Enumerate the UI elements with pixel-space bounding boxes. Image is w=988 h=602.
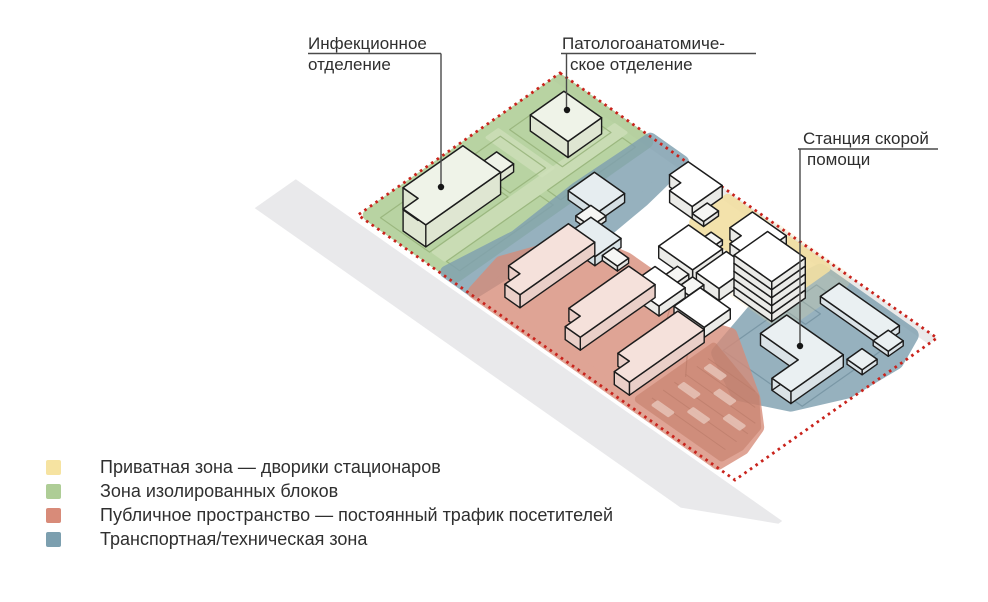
road — [254, 179, 783, 524]
parking-island — [687, 407, 710, 424]
parking-row-line — [696, 365, 756, 408]
leader-infectious-dot — [437, 183, 445, 191]
building-roof — [601, 246, 630, 267]
leader-ambulance-dot — [796, 342, 804, 350]
legend-swatch-transport — [46, 531, 61, 547]
callout-text-line: Станция скорой — [803, 129, 929, 148]
legend: Приватная зона — дворики стационаров Зон… — [46, 455, 613, 551]
legend-item-public-space: Публичное пространство — постоянный траф… — [46, 503, 613, 527]
legend-item-private-zone: Приватная зона — дворики стационаров — [46, 455, 613, 479]
site-boundary-dotted — [355, 71, 940, 482]
parking-island — [677, 382, 701, 399]
building-roof — [733, 230, 807, 283]
legend-swatch-private — [46, 459, 61, 475]
buildings-layer — [402, 90, 904, 405]
parking-island — [713, 388, 737, 406]
bld-ward-3 — [613, 310, 705, 396]
site-boundary — [355, 71, 940, 482]
legend-label: Приватная зона — дворики стационаров — [100, 456, 441, 477]
bld-link — [691, 202, 720, 228]
bld-ambulance-station — [759, 314, 845, 405]
building-roof — [613, 310, 705, 383]
building-roof — [402, 145, 502, 226]
green-yard-outline — [464, 135, 547, 194]
building-roof — [668, 160, 723, 208]
parking-island — [723, 413, 746, 431]
callout-text-line: помощи — [807, 150, 871, 169]
building-roof — [504, 222, 596, 296]
building-roof — [529, 90, 603, 143]
green-path-vertical — [431, 123, 628, 262]
building-roof — [872, 329, 904, 353]
callout-text-line: ское отделение — [570, 55, 693, 74]
leader-pathology-dot — [563, 106, 571, 114]
bld-pathology-dept — [529, 90, 603, 159]
callout-pathology-department: Патологоанатомиче- ское отделение — [562, 33, 725, 75]
building-roof — [673, 287, 732, 329]
parking-island — [651, 400, 675, 418]
legend-item-isolated-blocks: Зона изолированных блоков — [46, 479, 613, 503]
building-roof — [657, 224, 724, 271]
legend-label: Транспортная/техническая зона — [100, 528, 368, 549]
legend-label: Зона изолированных блоков — [100, 480, 339, 501]
road-layer — [254, 179, 783, 524]
callout-text-line: отделение — [308, 55, 391, 74]
green-path-cross — [485, 128, 555, 178]
callout-text-line: Патологоанатомиче- — [562, 34, 725, 53]
building-roof — [691, 202, 720, 223]
legend-swatch-isolated — [46, 483, 61, 499]
bld-link — [601, 246, 630, 272]
building-roof — [564, 265, 656, 338]
zone-parking — [634, 342, 762, 462]
parking-island — [704, 363, 727, 381]
bld-ambulance-small — [846, 347, 878, 376]
legend-swatch-public — [46, 507, 61, 523]
legend-item-transport-zone: Транспортная/техническая зона — [46, 527, 613, 551]
parking-row-line — [707, 358, 756, 393]
callout-text-line: Инфекционное — [308, 34, 427, 53]
building-roof — [846, 347, 878, 371]
callout-lines-layer — [308, 52, 938, 350]
bld-ward-2 — [564, 265, 656, 351]
callout-infectious-department: Инфекционное отделение — [308, 33, 427, 75]
bld-ward-1 — [504, 222, 596, 309]
callout-ambulance-station: Станция скорой помощи — [803, 128, 929, 170]
building-roof — [759, 314, 845, 393]
legend-label: Публичное пространство — постоянный траф… — [100, 504, 614, 525]
bld-ambulance-small — [872, 329, 904, 357]
bld-tower-floor — [733, 230, 807, 291]
bld-infectious-dept — [402, 145, 502, 248]
